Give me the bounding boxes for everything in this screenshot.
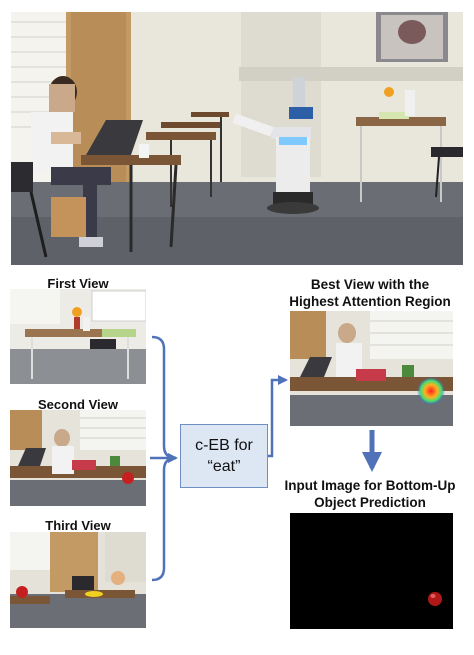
third-view-photo [10,532,146,628]
first-view-photo [10,289,146,384]
third-view-label: Third View [45,518,111,533]
best-view-label-line2: Highest Attention Region [289,294,451,309]
ceb-module-box: c-EB for “eat” [180,424,268,488]
ceb-module-line1: c-EB for [195,437,253,454]
arrow-to-best-view [268,375,288,458]
second-view-photo [10,410,146,506]
masked-input-image [290,513,453,629]
second-view-label: Second View [38,397,118,412]
scene-photo [11,12,463,265]
best-view-label-line1: Best View with the [310,277,430,292]
input-image-label-line2: Object Prediction [314,495,426,510]
first-view-label: First View [47,276,109,291]
input-image-label-line1: Input Image for Bottom-Up [284,478,456,493]
best-view-photo [290,311,453,426]
ceb-module-line2: “eat” [207,458,241,475]
